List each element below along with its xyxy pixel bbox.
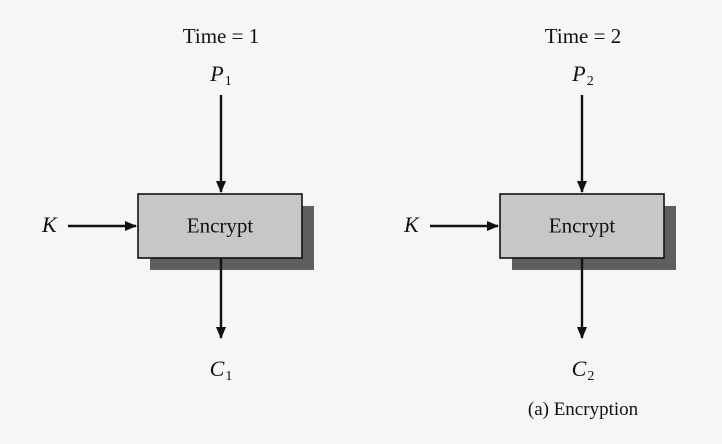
diagram-caption: (a) Encryption [527, 399, 639, 420]
stage-1-encrypt-label: Encrypt [186, 213, 254, 238]
stage-2-block [430, 95, 676, 339]
stage-1-key-label: K [42, 212, 57, 237]
stage-2-key-label: K [404, 212, 419, 237]
stage-1-block [68, 95, 314, 339]
stage-1-encrypt-box [137, 193, 303, 259]
stage-2-plaintext-subscript: 2 [586, 74, 594, 89]
stage-1-plaintext-subscript: 1 [224, 74, 232, 89]
stage-2-ciphertext-symbol: C [571, 356, 587, 381]
stage-2-plaintext-symbol: P [572, 61, 586, 86]
stage-2-ciphertext-label: C2 [572, 358, 595, 384]
stage-1-plaintext-symbol: P [210, 61, 224, 86]
stage-2-time-label: Time = 2 [544, 24, 622, 48]
stage-1-ciphertext-subscript: 1 [225, 369, 233, 384]
stage-1-ciphertext-label: C1 [210, 358, 233, 384]
stage-2-encrypt-label: Encrypt [548, 213, 616, 238]
stage-2-ciphertext-subscript: 2 [587, 369, 595, 384]
stage-1-time-label: Time = 1 [182, 24, 260, 48]
stage-2-plaintext-label: P2 [572, 63, 593, 89]
stage-1-plaintext-label: P1 [210, 63, 231, 89]
stage-1-ciphertext-symbol: C [209, 356, 225, 381]
